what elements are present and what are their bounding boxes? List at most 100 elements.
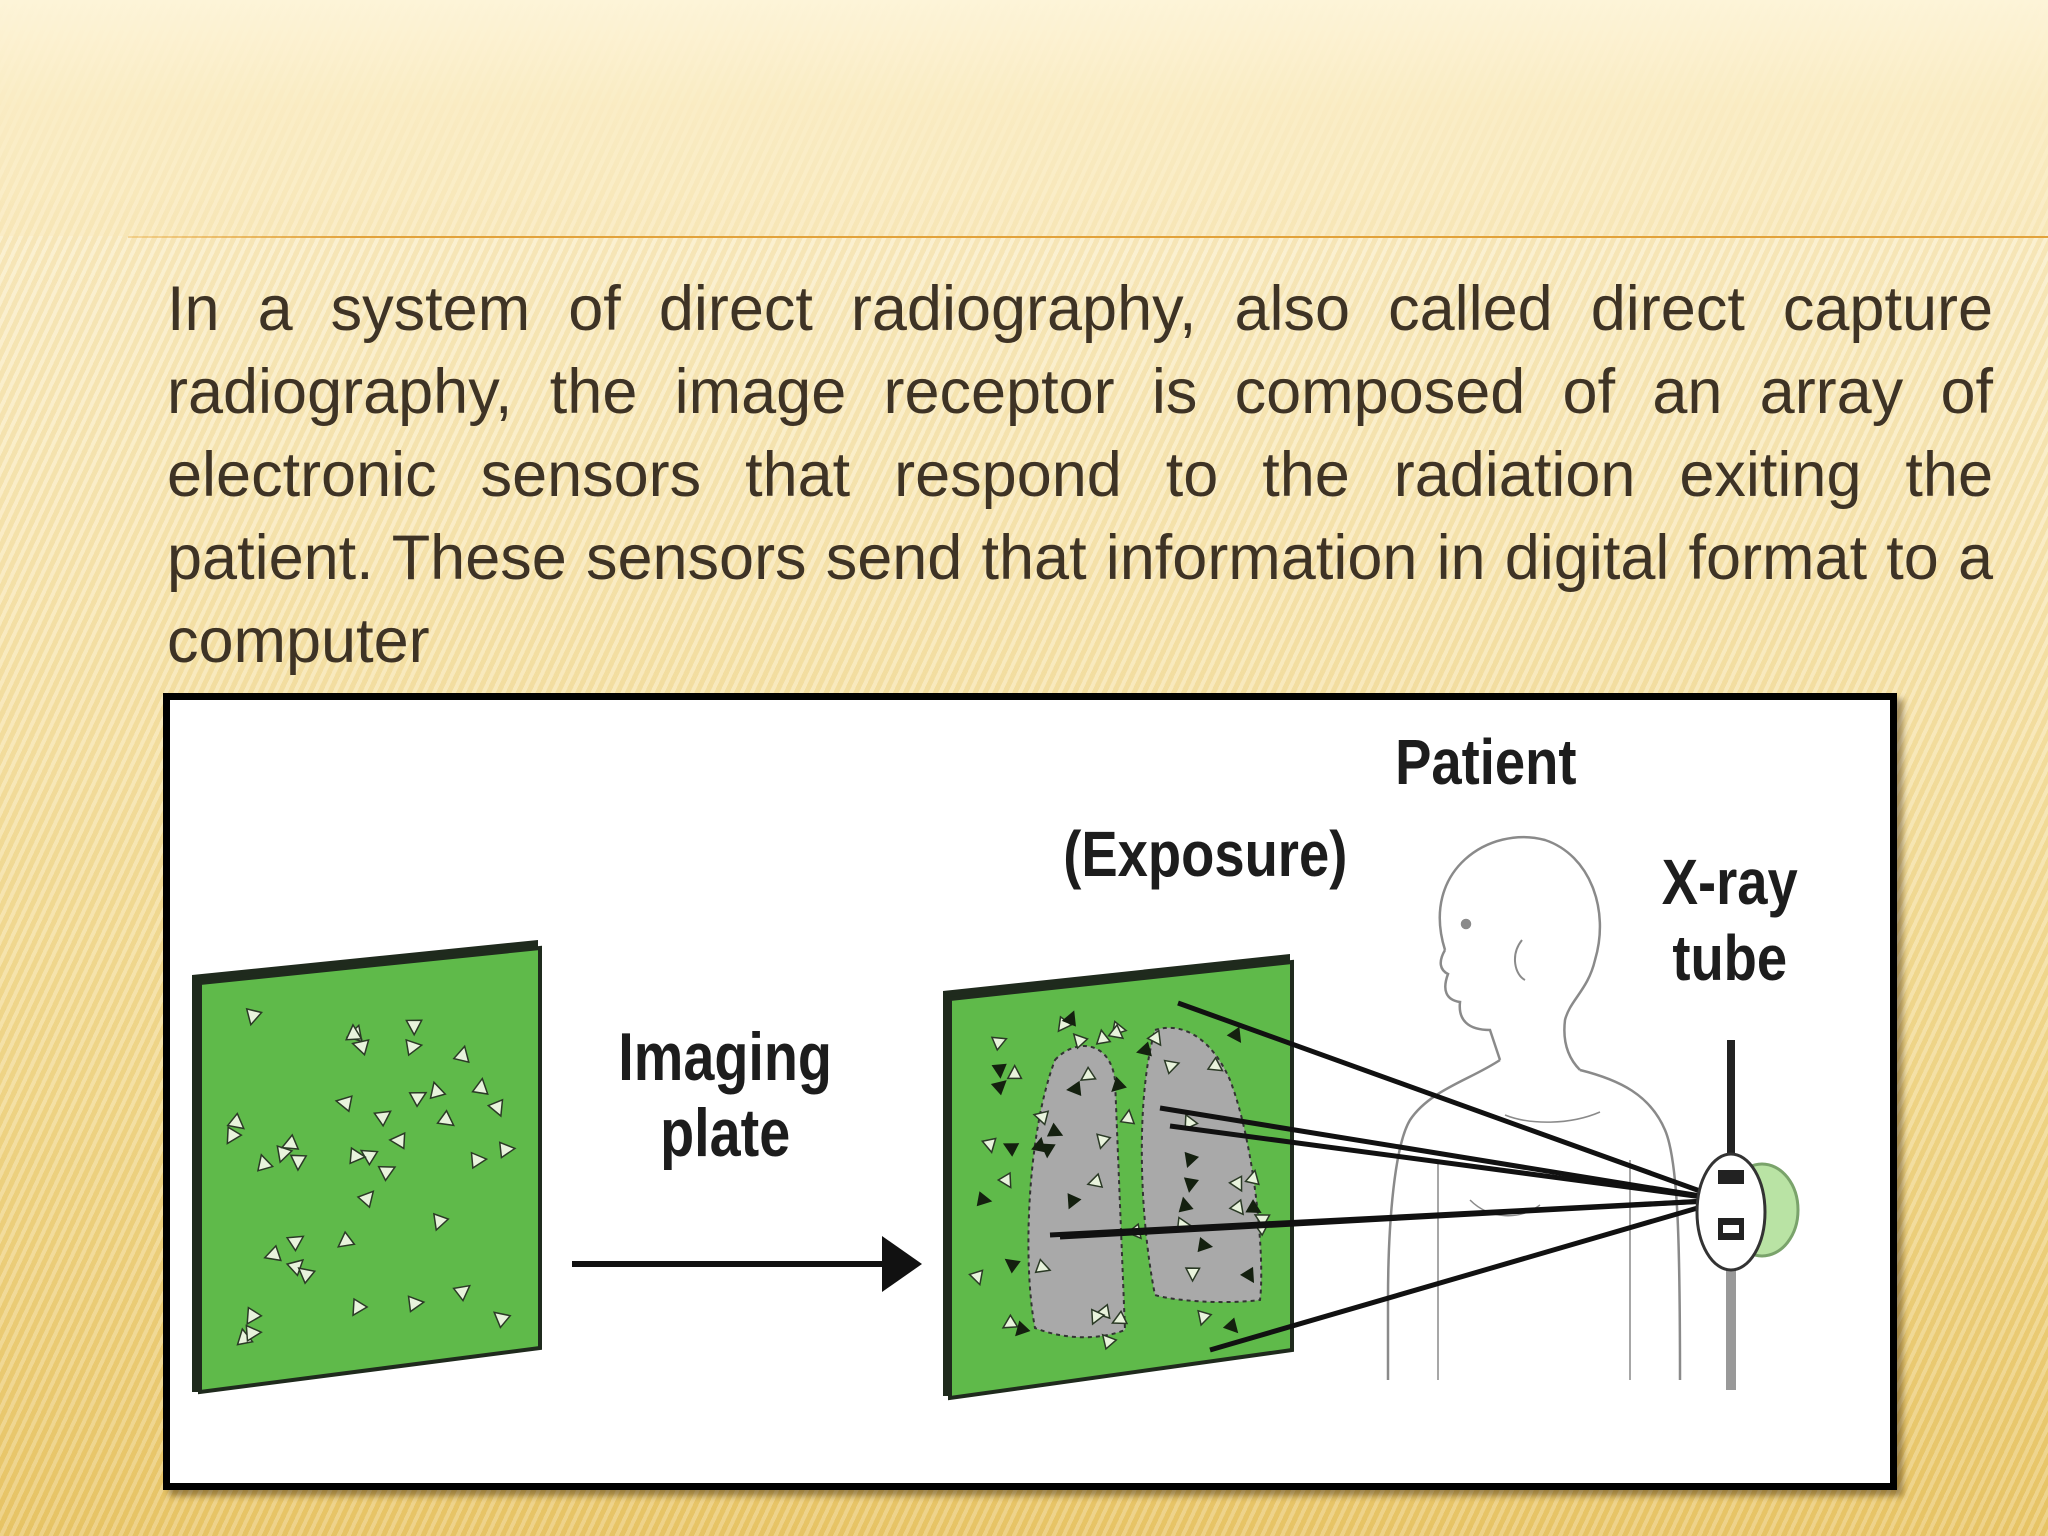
- sensor-glyph: [246, 1306, 263, 1326]
- sensor-glyph: [388, 1131, 406, 1150]
- exposure-mark: [1183, 1177, 1199, 1193]
- sensor-glyph: [1079, 1065, 1097, 1082]
- sensor-glyph: [1111, 1309, 1129, 1325]
- exposure-mark: [1184, 1151, 1200, 1168]
- exposure-mark: [1178, 1196, 1194, 1213]
- sensor-glyph: [1101, 1333, 1118, 1351]
- exposure-mark: [991, 1063, 1007, 1079]
- exposure-mark: [990, 1080, 1007, 1096]
- exposure-mark: [1239, 1266, 1255, 1284]
- exposure-mark: [1111, 1076, 1127, 1093]
- sensor-glyph: [429, 1080, 447, 1100]
- sensor-glyph: [256, 1153, 275, 1172]
- sensor-glyph: [289, 1154, 308, 1172]
- xray-beams: [1049, 1000, 1726, 1353]
- exposure-mark: [1222, 1317, 1239, 1334]
- sensor-glyph: [263, 1244, 282, 1262]
- sensor-glyph: [1001, 1313, 1019, 1329]
- sensor-glyph: [432, 1212, 450, 1232]
- imaging-plate-left: [192, 940, 542, 1395]
- sensor-glyph: [1197, 1309, 1213, 1327]
- sensor-glyph: [356, 1190, 375, 1209]
- process-arrow: [572, 1236, 922, 1292]
- sensor-glyph: [498, 1141, 517, 1159]
- right-lung: [1140, 1026, 1263, 1304]
- patient-label: Patient: [1395, 726, 1577, 798]
- sensor-glyph: [1072, 1032, 1089, 1050]
- sensor-glyph: [1090, 1308, 1106, 1326]
- exposure-mark: [1031, 1136, 1047, 1153]
- sensor-glyph: [405, 1019, 423, 1037]
- slide-body-text: In a system of direct radiography, also …: [167, 274, 1993, 676]
- sensor-glyph: [996, 1171, 1012, 1189]
- sensor-glyph: [1086, 1172, 1104, 1189]
- exposure-mark: [1226, 1026, 1242, 1043]
- sensor-glyph: [297, 1267, 317, 1285]
- exposure-mark: [1067, 1193, 1082, 1210]
- exposure-mark: [976, 1191, 993, 1207]
- sensor-glyph: [470, 1151, 489, 1170]
- title-band: [0, 0, 2048, 236]
- xray-tube-icon: [1695, 1040, 1800, 1390]
- sensor-glyph: [1095, 1028, 1112, 1045]
- sensor-glyph: [280, 1133, 300, 1150]
- sensor-glyph: [226, 1112, 246, 1130]
- sensor-glyph: [1006, 1063, 1023, 1080]
- exposure-mark: [1061, 1010, 1076, 1027]
- sensor-glyph: [1228, 1198, 1245, 1216]
- sensor-glyph: [1032, 1110, 1050, 1126]
- sensor-glyph: [436, 1109, 455, 1127]
- sensor-glyph: [1034, 1258, 1052, 1274]
- sensor-glyph: [1096, 1133, 1112, 1150]
- sensor-glyph: [349, 1146, 367, 1165]
- exposure-mark: [1046, 1122, 1064, 1137]
- sensor-glyph: [407, 1295, 426, 1313]
- imaging-plate-label-line1: Imaging: [618, 1020, 832, 1095]
- sensor-glyph: [351, 1038, 370, 1057]
- sensor-glyph: [968, 1269, 984, 1287]
- sensor-glyph: [492, 1311, 512, 1329]
- sensor-glyph: [990, 1036, 1008, 1052]
- sensor-glyph: [471, 1077, 489, 1095]
- xray-tube-label-line1: X-ray: [1662, 846, 1798, 918]
- exposure-mark: [1015, 1320, 1031, 1337]
- exposed-plate: [943, 954, 1294, 1401]
- patient-outline: [1386, 835, 1682, 1381]
- radiography-diagram: Imaging plate: [192, 726, 1800, 1401]
- sensor-glyph: [1228, 1175, 1243, 1193]
- sensor-glyph: [1163, 1059, 1181, 1075]
- sensor-glyph: [352, 1297, 369, 1317]
- sensor-glyph: [373, 1110, 392, 1128]
- exposure-mark: [1002, 1143, 1020, 1157]
- sensor-glyph: [344, 1023, 363, 1041]
- exposure-mark: [1197, 1236, 1214, 1253]
- exposure-mark: [1136, 1041, 1152, 1057]
- sensor-glyph: [1119, 1108, 1136, 1125]
- sensor-glyph: [245, 1324, 263, 1343]
- sensor-glyph: [1206, 1056, 1224, 1072]
- sensor-glyph: [226, 1125, 243, 1145]
- sensor-glyph: [1244, 1168, 1260, 1186]
- sensor-glyph: [285, 1235, 305, 1253]
- sensor-glyph: [1184, 1267, 1201, 1283]
- sensor-glyph: [452, 1284, 472, 1302]
- exposure-label: (Exposure): [1063, 818, 1347, 890]
- sensor-glyph: [486, 1098, 504, 1118]
- exposure-mark: [1245, 1199, 1262, 1213]
- sensor-glyph: [980, 1137, 997, 1154]
- sensor-glyph: [377, 1165, 397, 1182]
- sensor-glyph: [408, 1091, 428, 1108]
- direct-radiography-figure: Imaging plate: [163, 693, 1897, 1490]
- left-lung: [1027, 1045, 1127, 1339]
- sensor-glyph: [336, 1230, 356, 1248]
- title-divider: [128, 236, 2048, 238]
- sensor-glyph: [1146, 1029, 1162, 1047]
- exposure-mark: [1004, 1258, 1021, 1274]
- sensor-glyph: [334, 1095, 353, 1113]
- xray-tube-label-line2: tube: [1672, 922, 1787, 994]
- exposure-mark: [1066, 1080, 1082, 1096]
- sensor-glyph: [452, 1044, 470, 1064]
- imaging-plate-label-line2: plate: [660, 1096, 790, 1171]
- sensor-glyph: [405, 1038, 424, 1057]
- sensor-glyph: [1253, 1214, 1271, 1229]
